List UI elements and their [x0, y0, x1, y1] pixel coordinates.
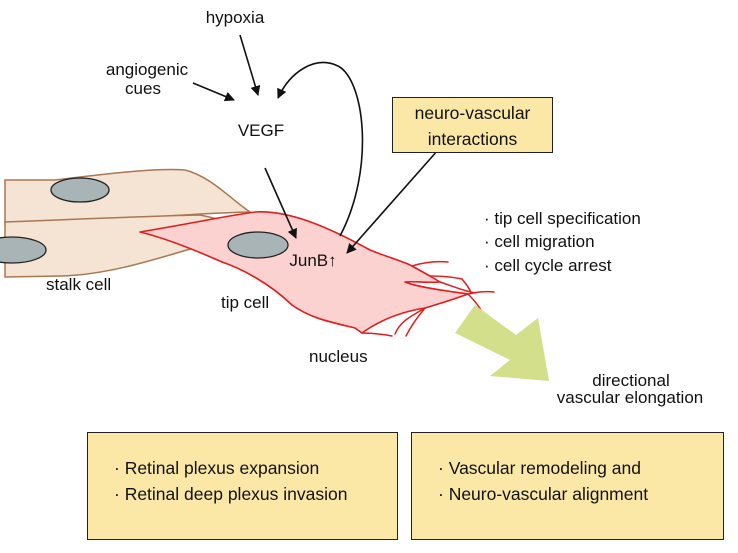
neuro-vascular-arrow [346, 149, 439, 254]
remodeling-item: · Vascular remodeling and [438, 458, 641, 478]
label-vascular-elongation: vascular elongation [557, 388, 703, 407]
stalk-nucleus-lower [0, 236, 47, 264]
label-directional: directional [592, 371, 670, 390]
retinal-plexus-box: · Retinal plexus expansion · Retinal dee… [87, 432, 398, 540]
vegf-to-junb-arrow [264, 167, 297, 239]
function-item: · cell migration [484, 232, 595, 251]
neuro-vascular-box: neuro-vascular interactions [392, 97, 553, 153]
label-stalk-cell: stalk cell [46, 275, 111, 294]
stalk-nucleus-upper [50, 177, 110, 203]
stalk-cell-upper [4, 168, 253, 225]
neuro-vascular-line2: interactions [427, 129, 518, 149]
label-vegf: VEGF [238, 121, 284, 140]
retinal-item: · Retinal plexus expansion [114, 458, 320, 478]
function-item: · tip cell specification [484, 209, 641, 228]
function-item: · cell cycle arrest [484, 256, 612, 275]
label-junb: JunB↑ [289, 251, 336, 270]
label-cues: cues [125, 79, 161, 98]
tip-cell [139, 211, 469, 334]
retinal-item: · Retinal deep plexus invasion [114, 484, 348, 504]
remodeling-item: · Neuro-vascular alignment [438, 484, 649, 504]
label-angiogenic: angiogenic [106, 60, 189, 79]
junb-text: JunB [289, 251, 328, 270]
vascular-remodeling-box: · Vascular remodeling and · Neuro-vascul… [411, 432, 724, 540]
directional-arrow [455, 305, 549, 381]
angiogenic-arrow [192, 82, 235, 102]
tip-nucleus [227, 231, 289, 259]
label-hypoxia: hypoxia [206, 8, 265, 27]
label-nucleus: nucleus [309, 347, 368, 366]
hypoxia-arrow [239, 34, 261, 96]
tip-cell-filopodia [361, 260, 495, 337]
up-arrow-icon: ↑ [328, 251, 337, 270]
feedback-loop-arrow [277, 61, 364, 237]
neuro-vascular-line1: neuro-vascular [414, 103, 531, 123]
label-tip-cell: tip cell [221, 293, 269, 312]
